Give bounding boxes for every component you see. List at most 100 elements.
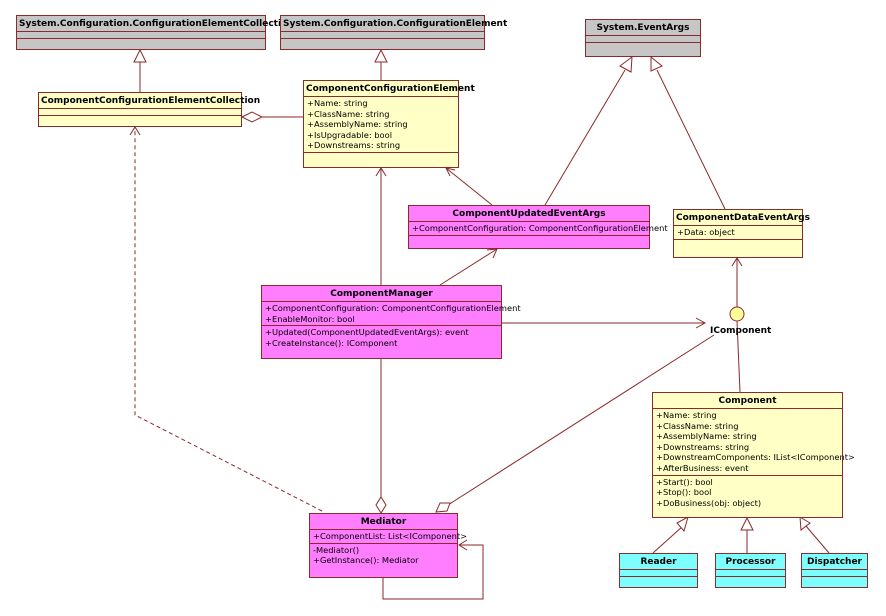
- class-name: Processor: [716, 554, 785, 570]
- class-operations-compartment: -Mediator()+GetInstance(): Mediator: [310, 544, 457, 567]
- class-name: ComponentConfigurationElement: [304, 81, 475, 97]
- class-name: System.EventArgs: [586, 20, 700, 36]
- aggregation-diamond: [240, 111, 264, 123]
- class-attribute: +AssemblyName: string: [307, 119, 408, 130]
- class-name: Mediator: [310, 514, 457, 530]
- class-operations-compartment: [39, 116, 241, 122]
- class-operation: +Stop(): bool: [656, 487, 712, 498]
- class-operations-compartment: [586, 43, 700, 49]
- class-configuration-element-collection[interactable]: System.Configuration.ConfigurationElemen…: [16, 15, 294, 50]
- class-attributes-compartment: [17, 32, 265, 39]
- class-name: ComponentManager: [262, 286, 501, 302]
- icomponent-label: IComponent: [710, 326, 772, 336]
- association-manager-to-updated: [439, 248, 498, 286]
- class-attribute: +ClassName: string: [307, 108, 390, 119]
- class-operations-compartment: [620, 577, 697, 583]
- class-attribute: +ComponentConfiguration: ComponentConfig…: [412, 223, 668, 233]
- dependency-mediator-to-collection: [134, 127, 323, 512]
- class-operation: +GetInstance(): Mediator: [313, 555, 419, 566]
- class-operations-compartment: [17, 39, 265, 45]
- class-attribute: +Data: object: [677, 227, 735, 237]
- class-operations-compartment: [674, 240, 802, 246]
- class-attribute: +Name: string: [307, 98, 368, 108]
- class-attributes-compartment: [716, 570, 785, 577]
- association-arrowhead: [375, 167, 387, 177]
- class-name: ComponentDataEventArgs: [674, 210, 810, 226]
- class-operations-compartment: [716, 577, 785, 583]
- class-name: System.Configuration.ConfigurationElemen…: [17, 16, 294, 32]
- class-operation: +Updated(ComponentUpdatedEventArgs): eve…: [265, 327, 469, 338]
- class-reader[interactable]: Reader: [619, 553, 698, 588]
- class-name: ComponentConfigurationElementCollection: [39, 93, 260, 109]
- class-attribute: +DownstreamComponents: IList<IComponent>: [656, 452, 855, 463]
- class-name: Component: [653, 393, 842, 409]
- class-name: System.Configuration.ConfigurationElemen…: [281, 16, 507, 32]
- class-attributes-compartment: +ComponentConfiguration: ComponentConfig…: [262, 302, 521, 327]
- class-operations-compartment: [281, 39, 484, 45]
- class-operation: +Start(): bool: [656, 476, 713, 487]
- class-configuration-element[interactable]: System.Configuration.ConfigurationElemen…: [280, 15, 507, 50]
- association-arrowhead: [458, 539, 468, 551]
- class-attributes-compartment: +ComponentList: List<IComponent>: [310, 530, 468, 544]
- generalization-arrowhead: [740, 516, 754, 531]
- class-mediator[interactable]: Mediator+ComponentList: List<IComponent>…: [309, 513, 468, 578]
- class-operation: +DoBusiness(obj: object): [656, 497, 762, 508]
- class-dispatcher[interactable]: Dispatcher: [801, 553, 868, 588]
- association-arrowhead: [486, 248, 498, 259]
- aggregation-diamond: [435, 502, 451, 513]
- class-operations-compartment: [802, 577, 867, 583]
- class-operation: +CreateInstance(): IComponent: [265, 337, 398, 348]
- generalization-data-event-args: [656, 69, 726, 210]
- class-attributes-compartment: +Name: string+ClassName: string+Assembly…: [653, 409, 855, 476]
- class-component-configuration-element-collection[interactable]: ComponentConfigurationElementCollection: [38, 92, 260, 127]
- class-attributes-compartment: +ComponentConfiguration: ComponentConfig…: [409, 222, 668, 236]
- class-attributes-compartment: +Data: object: [674, 226, 802, 240]
- generalization-arrowhead: [374, 48, 388, 63]
- class-attribute: +ComponentList: List<IComponent>: [313, 531, 468, 541]
- class-name: Dispatcher: [802, 554, 867, 570]
- aggregation-diamond: [375, 496, 387, 514]
- realization-component-icomponent: [736, 320, 741, 393]
- class-operations-compartment: +Start(): bool+Stop(): bool+DoBusiness(o…: [653, 476, 842, 510]
- generalization-arrowhead: [650, 55, 663, 72]
- class-attribute: +AfterBusiness: event: [656, 462, 749, 473]
- class-operations-compartment: [304, 153, 458, 159]
- class-attribute: +EnableMonitor: bool: [265, 313, 355, 324]
- association-updated-to-element: [445, 167, 493, 206]
- class-attributes-compartment: [39, 109, 241, 116]
- class-operations-compartment: +Updated(ComponentUpdatedEventArgs): eve…: [262, 326, 501, 349]
- aggregation-mediator-icomponent: [447, 334, 715, 506]
- class-attribute: +AssemblyName: string: [656, 431, 757, 442]
- generalization-arrowhead: [799, 516, 811, 531]
- generalization-arrowhead: [133, 48, 147, 63]
- class-attribute: +ClassName: string: [656, 420, 739, 431]
- generalization-arrowhead: [619, 55, 633, 73]
- generalization-dispatcher: [805, 525, 830, 554]
- class-name: ComponentUpdatedEventArgs: [409, 206, 649, 222]
- class-processor[interactable]: Processor: [715, 553, 786, 588]
- generalization-arrowhead: [676, 515, 689, 533]
- association-arrowhead: [731, 257, 743, 267]
- class-component-data-event-args[interactable]: ComponentDataEventArgs+Data: object: [673, 209, 810, 258]
- class-operation: -Mediator(): [313, 544, 360, 555]
- class-system-event-args[interactable]: System.EventArgs: [585, 19, 701, 57]
- class-attribute: +IsUpgradable: bool: [307, 129, 393, 140]
- class-operations-compartment: [409, 236, 649, 242]
- class-attributes-compartment: [802, 570, 867, 577]
- class-component[interactable]: Component+Name: string+ClassName: string…: [652, 392, 855, 518]
- class-attribute: +ComponentConfiguration: ComponentConfig…: [265, 303, 521, 313]
- association-arrowhead: [445, 167, 456, 177]
- class-attribute: +Downstreams: string: [656, 441, 750, 452]
- class-component-manager[interactable]: ComponentManager+ComponentConfiguration:…: [261, 285, 521, 359]
- generalization-reader: [652, 525, 684, 554]
- class-component-configuration-element[interactable]: ComponentConfigurationElement+Name: stri…: [303, 80, 475, 168]
- class-attribute: +Downstreams: string: [307, 140, 401, 151]
- class-attributes-compartment: [586, 36, 700, 43]
- class-attribute: +Name: string: [656, 410, 717, 420]
- dependency-arrowhead: [129, 126, 141, 136]
- class-component-updated-event-args[interactable]: ComponentUpdatedEventArgs+ComponentConfi…: [408, 205, 668, 249]
- icomponent-interface-icon: [729, 306, 745, 322]
- class-attributes-compartment: [620, 570, 697, 577]
- association-arrowhead: [695, 317, 707, 329]
